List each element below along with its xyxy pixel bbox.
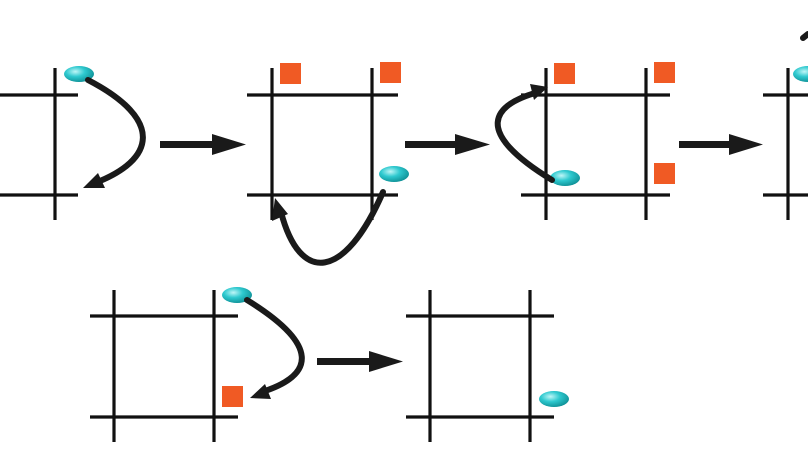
panel-5 <box>90 287 305 442</box>
hop-arrow <box>272 189 386 266</box>
panel-2 <box>247 62 409 266</box>
lattice-grid <box>0 68 78 220</box>
step-arrow-2 <box>405 134 490 155</box>
step-arrow-4 <box>317 351 403 372</box>
particle <box>539 391 569 407</box>
vacancy-marker <box>280 63 301 84</box>
lattice-grid <box>406 290 554 442</box>
lattice-grid <box>763 68 808 220</box>
vacancy-marker <box>380 62 401 83</box>
panel-4 <box>763 31 808 220</box>
vacancy-marker <box>554 63 575 84</box>
vacancy-marker <box>654 62 675 83</box>
lattice-grid <box>521 68 670 220</box>
particle <box>550 170 580 186</box>
hop-arrow <box>800 31 808 41</box>
vacancy-marker <box>654 163 675 184</box>
vacancy-marker <box>222 386 243 407</box>
step-arrow-3 <box>679 134 763 155</box>
hop-arrow <box>244 297 305 399</box>
panel-3 <box>494 62 675 220</box>
particle <box>793 66 808 82</box>
panel-1 <box>0 66 146 220</box>
lattice-grid <box>247 68 398 220</box>
lattice-grid <box>90 290 238 442</box>
step-arrow-1 <box>160 134 246 155</box>
hop-arrow <box>494 84 555 183</box>
hop-arrow <box>83 77 146 188</box>
particle <box>379 166 409 182</box>
panel-6 <box>406 290 569 442</box>
